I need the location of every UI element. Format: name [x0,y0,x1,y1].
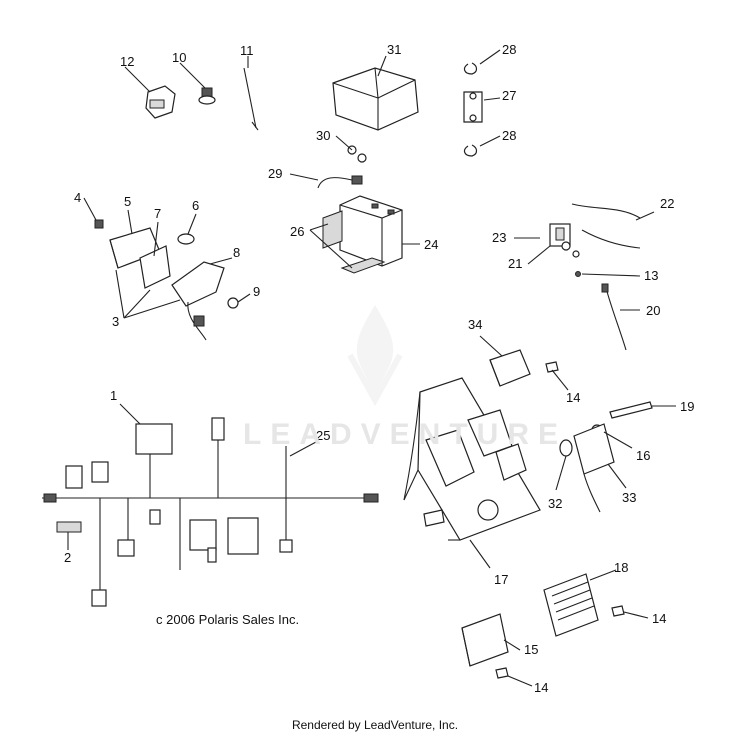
callout-9: 9 [253,284,260,299]
part-2-label [56,521,82,533]
callout-10: 10 [172,50,186,65]
callout-11: 11 [240,43,254,58]
callout-34: 34 [468,317,482,332]
part-21-solenoid [549,203,641,351]
callout-33: 33 [622,490,636,505]
part-5-taillight [94,219,225,341]
part-14-bolts [495,361,625,679]
callout-31: 31 [387,42,401,57]
callout-5: 5 [124,194,131,209]
callout-7: 7 [154,206,161,221]
callout-8: 8 [233,245,240,260]
callout-19: 19 [680,399,694,414]
part-10-connector [198,87,216,105]
part-18-regulator [543,573,599,637]
callout-28-top: 28 [502,42,516,57]
callout-27: 27 [502,88,516,103]
callout-2: 2 [64,550,71,565]
callout-20: 20 [646,303,660,318]
callout-23: 23 [492,230,506,245]
leader-lines [67,49,676,687]
copyright-text: c 2006 Polaris Sales Inc. [156,612,300,627]
part-29-cable [317,175,363,189]
callout-15: 15 [524,642,538,657]
callout-3: 3 [112,314,119,329]
part-34-module [489,349,531,387]
callout-18: 18 [614,560,628,575]
part-31-battery-cover [332,67,419,131]
callout-4: 4 [74,190,81,205]
part-26-labels [322,210,386,274]
callout-30: 30 [316,128,330,143]
callout-12: 12 [120,54,134,69]
callout-22: 22 [660,196,674,211]
watermark-logo [347,305,403,407]
callout-14-lower: 14 [534,680,548,695]
part-27-strap [463,62,483,157]
callout-17: 17 [494,572,508,587]
part-17-panel [403,377,541,541]
callout-labels: 12 10 11 31 28 27 28 30 29 4 5 7 6 8 9 3… [64,42,694,695]
callout-13: 13 [644,268,658,283]
callout-6: 6 [192,198,199,213]
part-12-relay [145,85,176,119]
part-24-battery [339,195,403,267]
callout-28-bottom: 28 [502,128,516,143]
callout-24: 24 [424,237,438,252]
part-9-washer [227,297,239,309]
callout-26: 26 [290,224,304,239]
callout-32: 32 [548,496,562,511]
callout-14-middle: 14 [652,611,666,626]
part-11-cable-tie [243,67,259,131]
callout-16: 16 [636,448,650,463]
callout-25: 25 [316,428,330,443]
callout-14-upper: 14 [566,390,580,405]
watermark-text: LEADVENTURE [243,418,568,451]
footer-text: Rendered by LeadVenture, Inc. [291,718,459,732]
callout-1: 1 [110,388,117,403]
part-15-cdi-box [461,613,509,667]
part-1-wire-harness [42,417,379,607]
callout-21: 21 [508,256,522,271]
callout-29: 29 [268,166,282,181]
part-33-coil [559,423,615,513]
